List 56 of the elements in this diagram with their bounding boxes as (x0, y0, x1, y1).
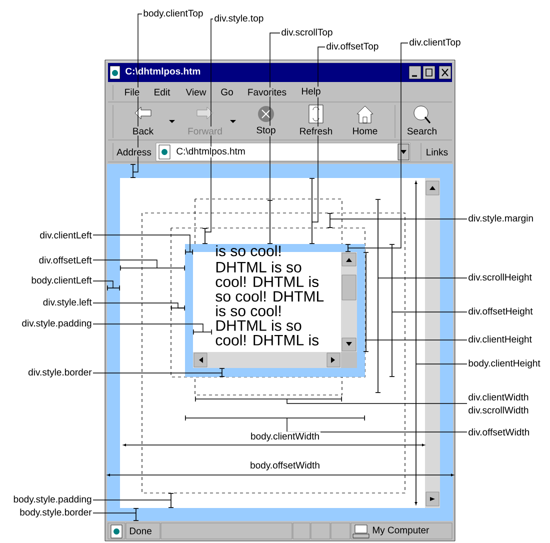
address-field-text: C:\dhtmlpos.htm (175, 146, 246, 158)
leader-line (270, 32, 280, 200)
menu-item: File (123, 88, 141, 96)
leader-line (92, 324, 204, 332)
callout-label: body.clientTop (142, 8, 204, 20)
menu-item: Favorites (246, 88, 288, 96)
leader-line (92, 372, 222, 374)
status-text: Done (130, 528, 152, 534)
toolbar-button: Refresh (298, 126, 334, 136)
status-text: My Computer (372, 526, 430, 536)
leader-line (92, 302, 186, 308)
callout-label: div.style.left (42, 298, 93, 308)
callout-label: body.clientHeight (467, 358, 542, 370)
callout-label: div.style.top (213, 14, 265, 24)
leader-line (312, 46, 326, 222)
dimension-label: body.clientWidth (250, 432, 320, 442)
menu-item: Help (300, 86, 322, 98)
callout-label: body.clientLeft (30, 276, 93, 286)
callout-label: div.offsetTop (325, 42, 380, 52)
callout-label: div.scrollWidth (467, 406, 530, 414)
leader-line (286, 398, 468, 404)
leader-line (92, 234, 190, 252)
callout-label: div.offsetWidth (467, 428, 531, 436)
callout-label: div.style.padding (20, 318, 93, 330)
callout-label: div.offsetLeft (38, 256, 93, 264)
leader-line (132, 14, 142, 172)
leader-line (92, 260, 158, 268)
leader-line (348, 42, 408, 248)
callout-label: body.style.border (18, 508, 93, 518)
toolbar-button: Search (406, 126, 438, 136)
callout-label: div.style.margin (467, 214, 534, 224)
callout-label: body.style.padding (12, 494, 93, 506)
callout-label: div.clientTop (408, 38, 462, 48)
toolbar-button: Stop (255, 126, 277, 136)
toolbar-button: Back (131, 126, 155, 136)
callout-label: div.scrollHeight (467, 272, 533, 284)
toolbar-button: Forward (186, 126, 224, 136)
callout-label: div.scrollTop (280, 28, 334, 38)
dimension-label: body.offsetWidth (249, 460, 321, 472)
menu-item: View (184, 88, 208, 96)
leader-line (204, 18, 214, 232)
address-label: Address (116, 148, 152, 156)
callout-label: div.style.border (27, 368, 93, 378)
callout-label: div.clientWidth (467, 392, 530, 402)
leader-line (330, 218, 468, 220)
leader-line (92, 512, 136, 514)
callout-label: div.clientHeight (467, 334, 533, 346)
callout-label: div.clientLeft (38, 230, 93, 240)
callout-label: div.offsetHeight (467, 306, 534, 318)
menu-item: Go (220, 88, 234, 96)
scrolling-div-box: is so cool! DHTML is so cool! DHTML is so cool! DHTML is so cool! DHTML is so cool! DHTML is (185, 244, 365, 377)
toolbar-button: Home (351, 126, 379, 136)
window-title: C:\dhtmlpos.htm (126, 68, 200, 76)
leader-line (92, 280, 114, 288)
menu-item: Edit (152, 88, 172, 96)
links-button: Links (424, 148, 450, 156)
